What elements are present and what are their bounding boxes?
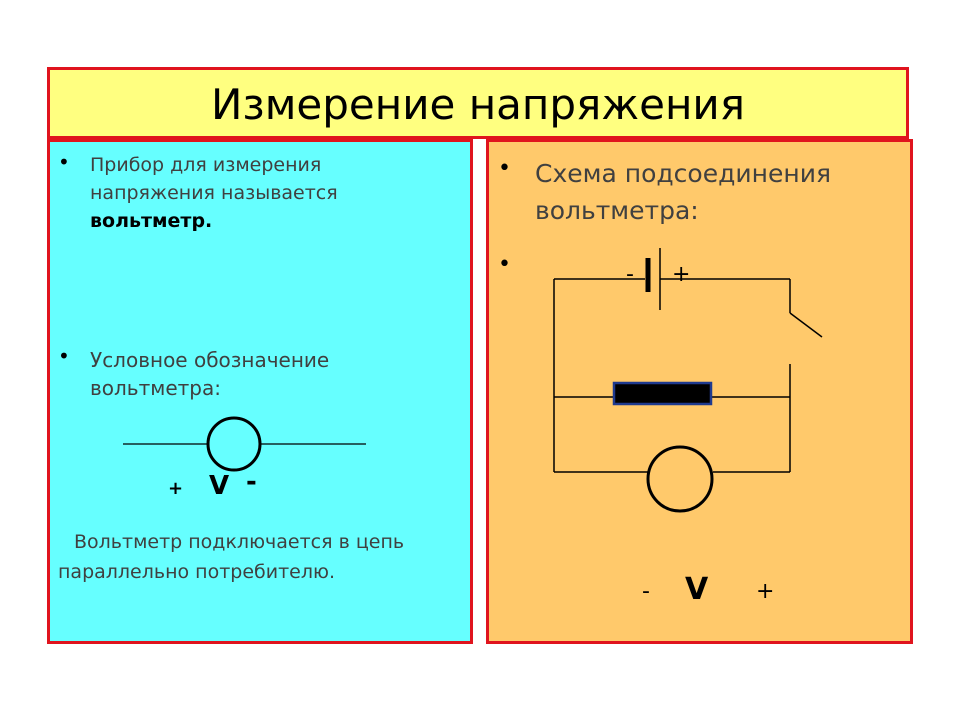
definition-text: Прибор для измерения напряжения называет… [90,151,390,235]
parallel-note: Вольтметр подключается в цепь параллельн… [58,531,405,583]
bullet-4: • [498,252,511,277]
left-panel [47,139,473,644]
bullet-2: • [58,344,70,368]
circuit-schematic [553,248,823,513]
circuit-voltmeter-icon [646,445,714,513]
voltmeter-term: вольтметр. [90,210,213,232]
battery-minus: - [626,262,634,287]
schematic-caption: Схема подсоединения вольтметра: [535,159,831,225]
title-bar: Измерение напряжения [47,67,909,139]
symbol-minus: - [246,467,257,497]
symbol-caption: Условное обозначение вольтметра: [90,348,330,400]
resistor-icon [612,381,713,406]
symbol-plus: + [168,478,183,499]
bullet-1: • [58,150,70,174]
voltmeter-plus: + [756,579,774,604]
battery-plus: + [672,262,690,287]
switch-lever-icon [789,312,823,338]
symbol-v: V [209,471,229,501]
slide-title: Измерение напряжения [210,80,745,129]
voltmeter-label: V [685,572,709,607]
voltmeter-minus: - [642,579,650,604]
voltmeter-symbol: + V - [123,416,366,501]
voltmeter-circle-icon [206,416,262,472]
definition-body: Прибор для измерения напряжения называет… [90,154,338,204]
bullet-3: • [498,156,511,181]
